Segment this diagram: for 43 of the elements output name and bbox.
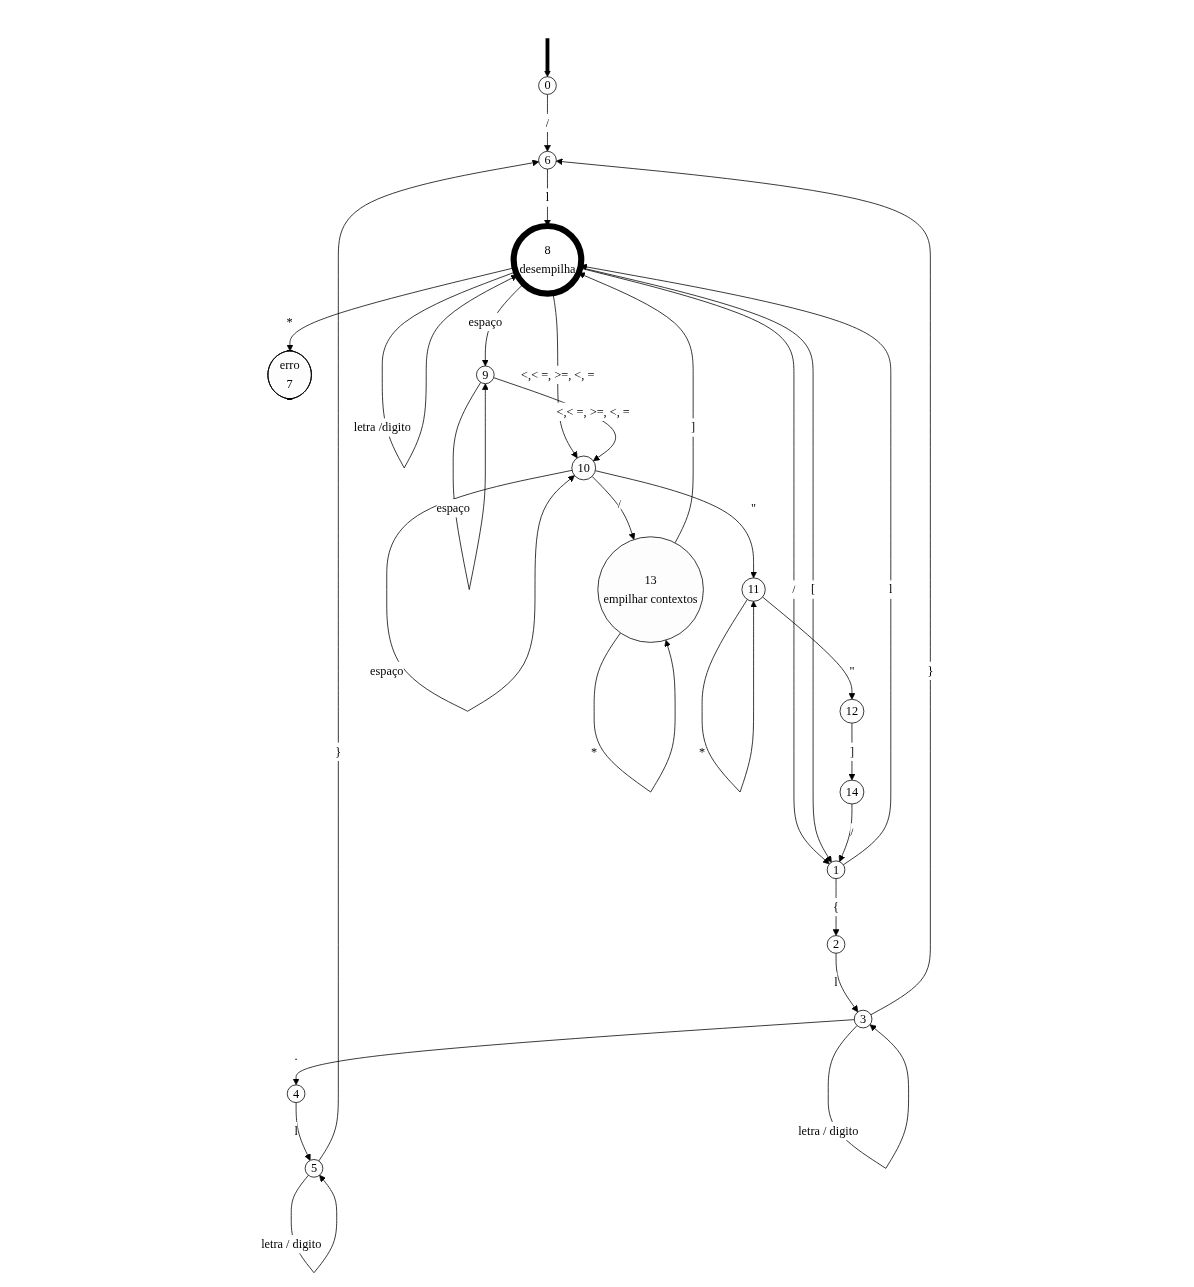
- edge-label: /: [545, 115, 549, 129]
- edge-label: *: [590, 744, 597, 758]
- node-circle: 4: [286, 1084, 306, 1103]
- node-circle: 13 empilhar contextos: [597, 535, 704, 643]
- edge-label: letra /digito: [353, 420, 411, 434]
- edge-label: ": [849, 663, 855, 677]
- edge-label: }: [927, 663, 934, 677]
- edge-label: ]: [690, 420, 695, 434]
- edge-label: espaço: [369, 663, 404, 677]
- edge-label: ]: [849, 744, 854, 758]
- edge-label: letra / digito: [260, 1236, 322, 1250]
- edge-label: }: [335, 744, 342, 758]
- edge-label: <,< =, >=, <, =: [556, 404, 630, 418]
- edge-label: *: [286, 314, 293, 328]
- edge-label: espaço: [436, 500, 470, 514]
- node-circle: 0: [538, 75, 557, 95]
- node-circle: 14: [839, 779, 865, 804]
- edge-label: [: [810, 582, 815, 596]
- edge-label: /: [791, 582, 796, 596]
- node-circle: 12: [839, 698, 865, 724]
- edge-label: /: [850, 825, 854, 839]
- edge-label: l: [545, 190, 549, 204]
- edge-label: <,< =, >=, <, =: [520, 367, 595, 381]
- node-circle: 10: [571, 455, 596, 480]
- edge-label: ": [750, 500, 756, 514]
- node-circle: 9: [475, 365, 495, 384]
- edge-label: *: [698, 744, 705, 758]
- edge-label: espaço: [468, 314, 502, 328]
- edge-label: /: [617, 496, 621, 510]
- node-circle: 6: [538, 150, 557, 169]
- node-circle: 5: [304, 1158, 323, 1178]
- node-circle: 8 desempilha: [510, 222, 585, 297]
- edge-label: letra / digito: [797, 1123, 859, 1137]
- arrow: [543, 37, 551, 77]
- edge-label: .: [294, 1048, 298, 1063]
- edge-label: {: [832, 899, 839, 913]
- node-circle: 1: [826, 860, 846, 879]
- node-circle: 2: [826, 934, 846, 954]
- node-circle: 3: [853, 1009, 873, 1028]
- node-circle: 11: [741, 577, 766, 602]
- edge-label: l: [888, 582, 893, 596]
- edge-label: l: [834, 974, 838, 988]
- edge-label: l: [294, 1123, 298, 1137]
